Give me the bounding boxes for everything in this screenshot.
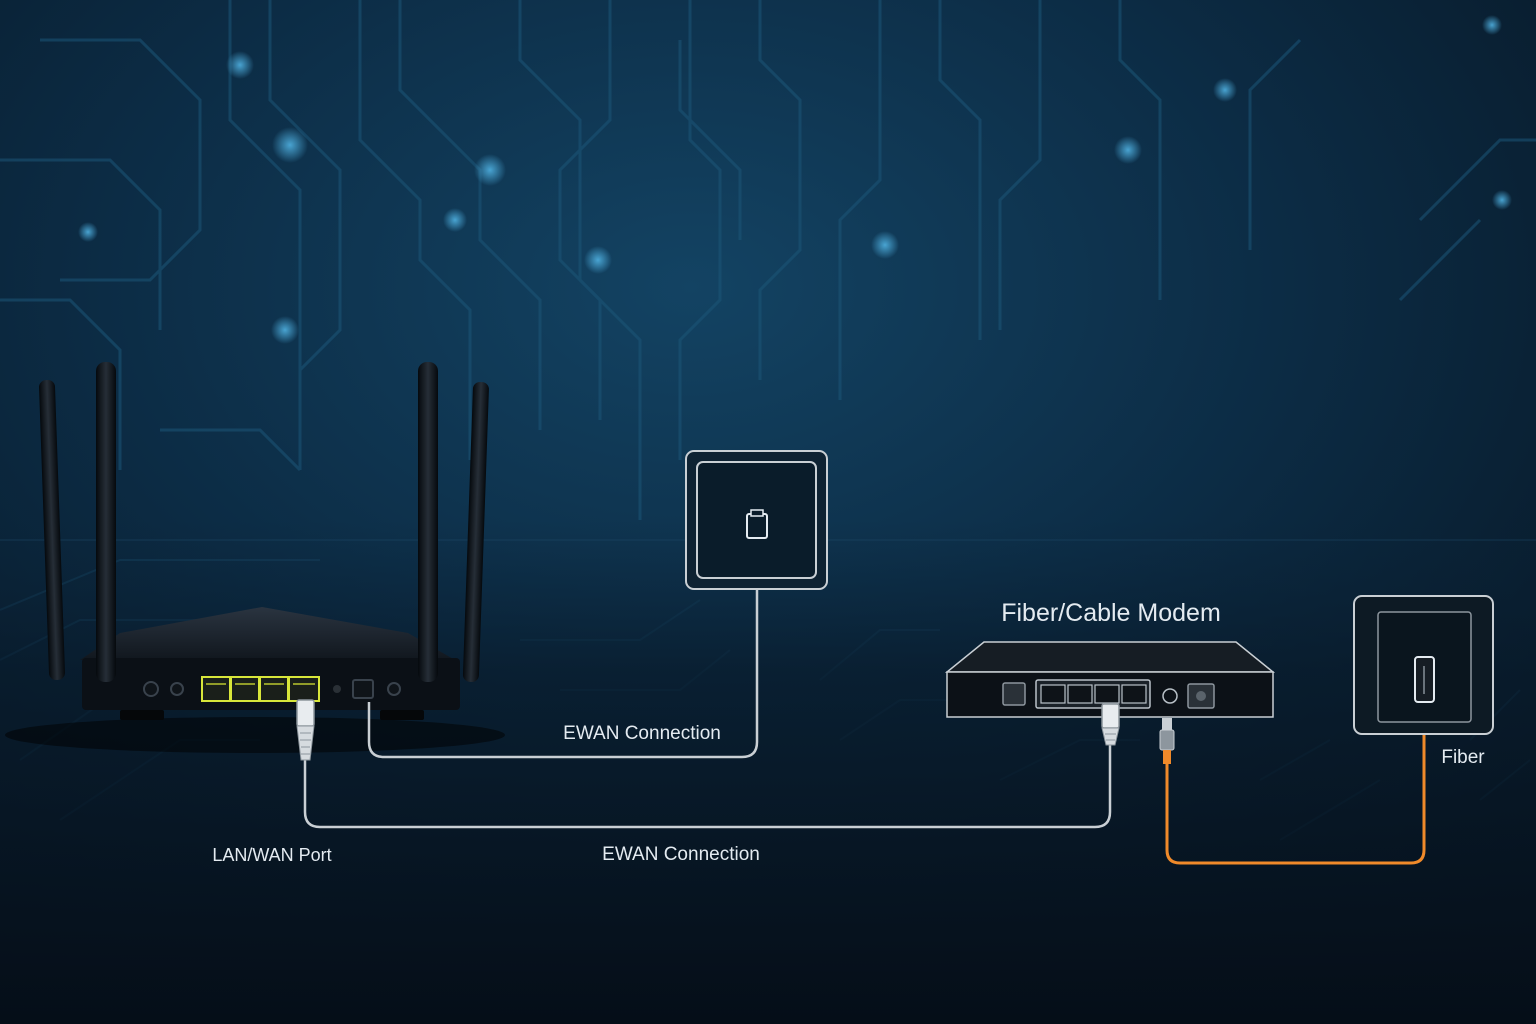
- modem-port: [1002, 682, 1026, 706]
- floor-shade: [0, 520, 1536, 1024]
- circuit-traces: [0, 0, 1536, 520]
- modem-led: [1162, 688, 1178, 704]
- fiber-connector-icon: [1159, 718, 1175, 764]
- ethernet-cables: [303, 539, 1112, 829]
- router-shadow: [5, 717, 505, 753]
- glow-dots: [78, 15, 1512, 344]
- router-button: [387, 682, 401, 696]
- router-icon: [5, 362, 505, 753]
- lan-wan-port-label: LAN/WAN Port: [212, 845, 331, 865]
- fiber-label: Fiber: [1441, 747, 1485, 768]
- antenna-front-left: [96, 362, 116, 682]
- antenna-back-left: [39, 380, 65, 680]
- modem-title-label: Fiber/Cable Modem: [1001, 599, 1221, 627]
- modem-ethernet-ports: [1040, 684, 1147, 704]
- antenna-front-right: [418, 362, 438, 682]
- wall-jack-plug: [746, 513, 768, 539]
- rj45-plug-icon: [296, 699, 315, 761]
- fiber-wall-outlet-icon: [1353, 595, 1494, 735]
- router-button: [170, 682, 184, 696]
- router-foot-right: [380, 710, 424, 720]
- ewan-connection-upper-label: EWAN Connection: [563, 723, 721, 744]
- router-button: [333, 685, 341, 693]
- fiber-cable: [1165, 707, 1426, 865]
- ewan-cable-upper: [367, 539, 759, 759]
- router-lan-wan-ports: [201, 676, 320, 702]
- modem-top: [944, 641, 1276, 673]
- router-power-jack: [352, 679, 374, 699]
- ewan-cable-lower: [303, 740, 1112, 829]
- antenna-back-right: [462, 382, 489, 682]
- router-button: [143, 681, 159, 697]
- ethernet-wall-plate-icon: [685, 450, 828, 590]
- router-foot-left: [120, 710, 164, 720]
- router-top: [80, 607, 455, 660]
- rj45-plug-icon: [1101, 703, 1120, 746]
- ewan-connection-lower-label: EWAN Connection: [602, 844, 760, 865]
